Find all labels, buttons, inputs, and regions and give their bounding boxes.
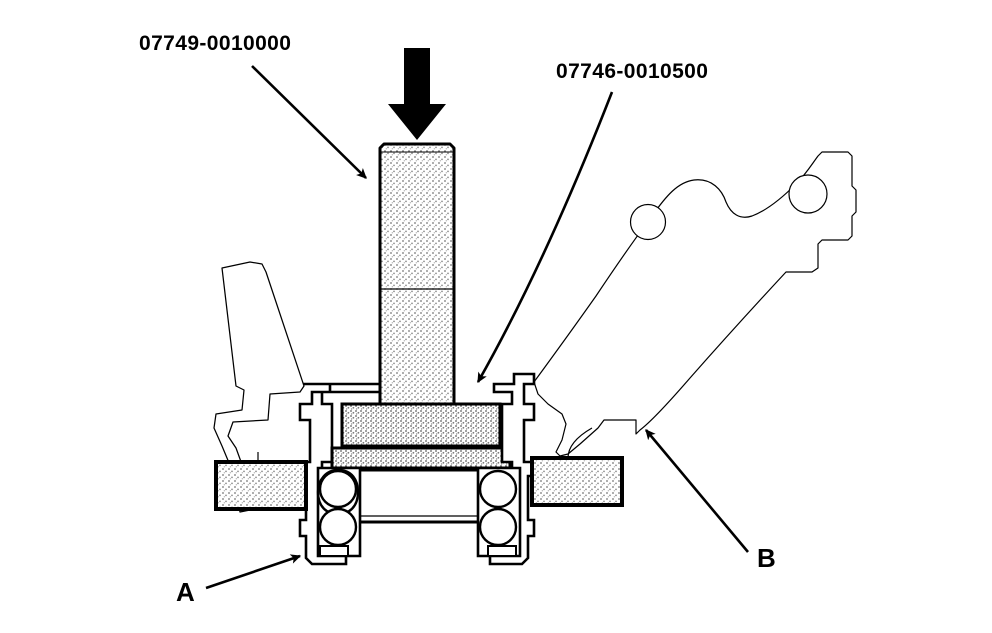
- bearing-attachment: [330, 402, 512, 470]
- label-callout-a: A: [176, 577, 195, 607]
- leader-lines: [205, 65, 749, 590]
- knuckle-hole-inner: [629, 203, 667, 241]
- leader-attachment: [476, 91, 614, 384]
- ball-bearing-right: [476, 466, 522, 558]
- ball-bearing-left: [316, 466, 362, 558]
- knuckle-arm-right: [533, 151, 857, 457]
- ball-upper-right: [478, 469, 518, 509]
- support-block-right: [530, 427, 624, 507]
- label-driver-tool-part-number: 07749-0010000: [139, 32, 291, 55]
- label-attachment-part-number: 07746-0010500: [556, 60, 708, 83]
- ball-lower-right: [478, 507, 518, 547]
- press-force-arrow: [388, 48, 446, 140]
- leader-driver-tool: [251, 65, 367, 179]
- knuckle-arm-left: [213, 261, 305, 513]
- driver-shaft: [378, 142, 456, 410]
- support-block-left: [214, 452, 308, 511]
- leader-callout-a: [205, 554, 302, 590]
- leader-callout-b: [645, 429, 749, 553]
- ball-lower-left: [318, 507, 358, 547]
- hub-inner-race: [348, 468, 494, 524]
- knuckle-hole-outer: [788, 174, 828, 214]
- label-callout-b: B: [757, 543, 776, 573]
- ball-upper-left: [318, 469, 358, 509]
